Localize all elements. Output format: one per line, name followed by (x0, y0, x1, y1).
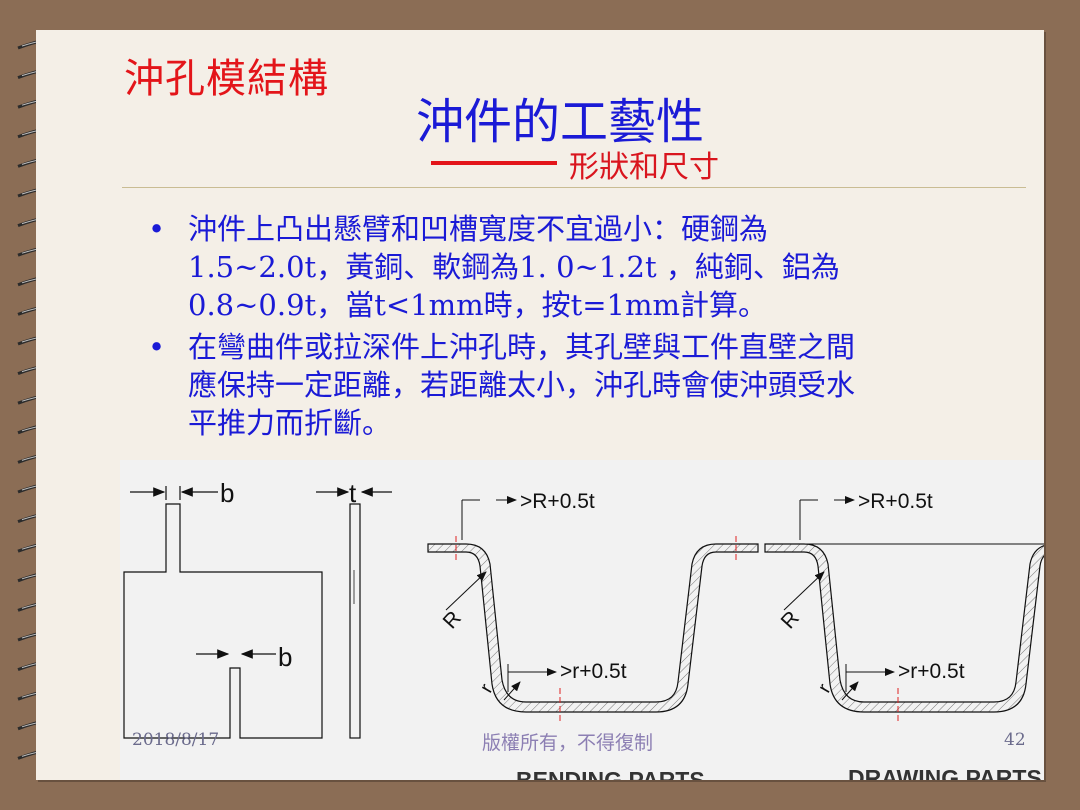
thickness-part (316, 487, 392, 739)
punching-diagram: b b t >R+0.5t R >r+0.5t r BENDING P (120, 460, 1044, 780)
main-title: 沖件的工藝性 (416, 94, 705, 150)
bending-r-distance: >r+0.5t (560, 660, 627, 683)
drawing-r-distance: >r+0.5t (898, 660, 965, 683)
drawing-part (764, 496, 1044, 722)
bullet-line: 0.8~0.9t，當t<1mm時，按t=1mm計算。 (188, 288, 767, 322)
bullet-line: 平推力而折斷。 (188, 406, 392, 440)
footer-copyright: 版權所有，不得復制 (482, 732, 654, 754)
drawing-R-label: R (777, 607, 804, 634)
cantilever-part (123, 486, 323, 739)
bullet-line: 沖件上凸出懸臂和凹槽寬度不宜過小：硬鋼為 (188, 212, 769, 246)
header-divider (122, 187, 1026, 188)
bending-caption: BENDING PARTS (516, 767, 705, 780)
subtitle-rule (431, 161, 557, 165)
bullet-line: 1.5~2.0t，黃銅、軟鋼為1. 0~1.2t ，純銅、鋁為 (188, 250, 840, 284)
subtitle: 形狀和尺寸 (569, 150, 719, 185)
bullet-item: • 沖件上凸出懸臂和凹槽寬度不宜過小：硬鋼為 1.5~2.0t，黃銅、軟鋼為1.… (148, 210, 1028, 324)
bending-R-distance: >R+0.5t (520, 490, 595, 513)
label-b-bottom: b (278, 642, 292, 672)
bullet-marker: • (148, 330, 166, 364)
bullet-line: 應保持一定距離，若距離太小，沖孔時會使沖頭受水 (188, 368, 856, 402)
page-number: 42 (1004, 730, 1026, 750)
slide: 沖孔模結構 沖件的工藝性 形狀和尺寸 • 沖件上凸出懸臂和凹槽寬度不宜過小：硬鋼… (36, 30, 1044, 780)
bullet-list: • 沖件上凸出懸臂和凹槽寬度不宜過小：硬鋼為 1.5~2.0t，黃銅、軟鋼為1.… (148, 210, 1028, 446)
bullet-item: • 在彎曲件或拉深件上沖孔時，其孔壁與工件直壁之間 應保持一定距離，若距離太小，… (148, 328, 1028, 442)
bending-part (427, 496, 759, 722)
bullet-line: 在彎曲件或拉深件上沖孔時，其孔壁與工件直壁之間 (188, 330, 856, 364)
footer-date: 2018/8/17 (132, 730, 220, 750)
bullet-marker: • (148, 212, 166, 246)
bending-R-label: R (439, 607, 466, 634)
drawing-caption: DRAWING PARTS (848, 765, 1042, 780)
label-t: t (349, 478, 357, 508)
label-b-top: b (220, 478, 234, 508)
drawing-R-distance: >R+0.5t (858, 490, 933, 513)
section-title: 沖孔模結構 (124, 56, 329, 102)
